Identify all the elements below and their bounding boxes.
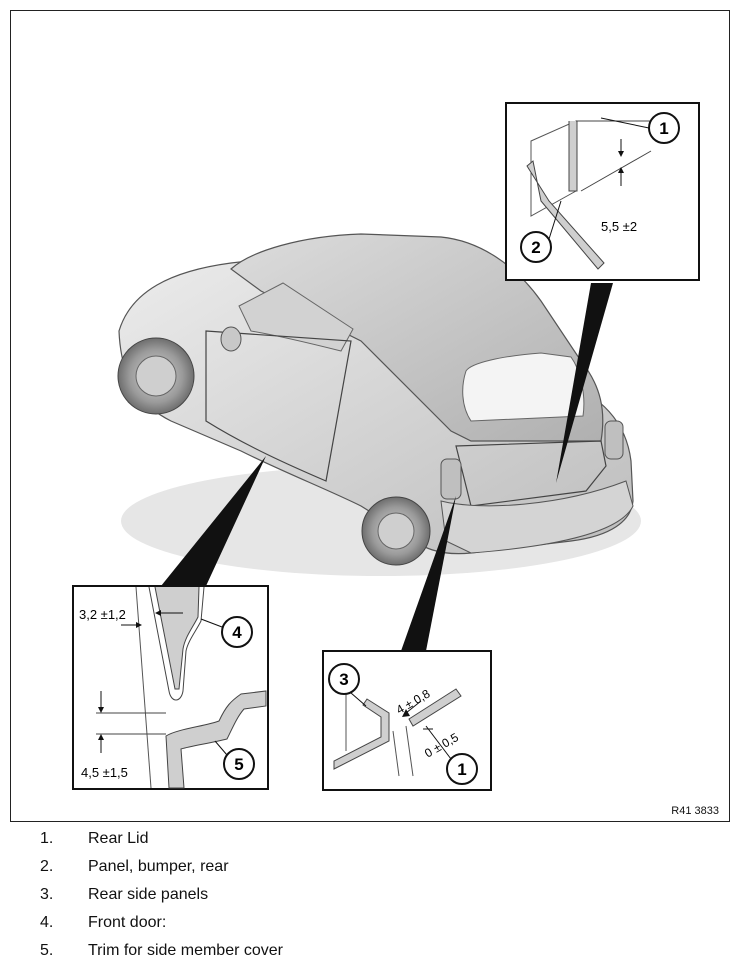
detail-box-rear-lid: 1 2 5,5 ±2: [505, 102, 700, 281]
callout-2-label: 2: [531, 238, 540, 257]
rear-hub: [377, 512, 415, 550]
callout-1-bottom: [446, 753, 478, 785]
rear-window: [462, 352, 585, 422]
rear-bumper: [440, 480, 634, 554]
dimension-rear-lid-gap: 5,5 ±2: [601, 219, 637, 234]
legend-text: Rear side panels: [88, 886, 209, 903]
dimension-door-gap: 3,2 ±1,2: [79, 607, 126, 622]
technical-drawing: 1 2 5,5 ±2 3,2 ±1,2 4,5 ±1,5: [72, 102, 700, 791]
car-illustration: [117, 233, 641, 576]
side-window: [238, 282, 354, 352]
pointer-front-door: [161, 456, 266, 586]
legend-number: 3.: [40, 886, 54, 903]
legend-number: 1.: [40, 830, 54, 847]
callout-2: [520, 231, 552, 263]
tail-lamp-right: [604, 420, 624, 460]
figure-reference: R41 3833: [671, 805, 719, 817]
legend-text: Rear Lid: [88, 830, 149, 847]
front-door: [205, 330, 352, 482]
pointer-wedges: [161, 283, 613, 651]
callout-1-bottom-label: 1: [457, 760, 466, 779]
legend-number: 5.: [40, 942, 54, 959]
legend-text: Trim for side member cover: [88, 942, 283, 959]
car-body: [118, 255, 634, 555]
callout-3: [328, 663, 360, 695]
legend-text: Front door:: [88, 914, 167, 931]
rear-lid: [455, 440, 607, 507]
legend-text: Panel, bumper, rear: [88, 858, 229, 875]
legend-number: 2.: [40, 858, 54, 875]
pointer-rear-side: [401, 496, 456, 651]
side-mirror: [220, 326, 242, 352]
callout-5: [223, 748, 255, 780]
pointer-rear-lid: [556, 283, 613, 483]
callout-4: [221, 616, 253, 648]
front-hub: [135, 355, 177, 397]
detail-box-rear-side: 4 ± 0,8 0 ± 0,5 3 1: [322, 650, 492, 791]
dimension-door-trim-gap: 4,5 ±1,5: [81, 765, 128, 780]
figure-frame: 1 2 5,5 ±2 3,2 ±1,2 4,5 ±1,5: [10, 10, 730, 822]
callout-3-label: 3: [339, 670, 348, 689]
legend-number: 4.: [40, 914, 54, 931]
callout-1-top-label: 1: [659, 119, 668, 138]
detail-box-front-door: 3,2 ±1,2 4,5 ±1,5 4 5: [72, 585, 269, 790]
tail-lamp-left: [440, 458, 462, 500]
callout-4-label: 4: [232, 623, 242, 642]
callout-5-label: 5: [234, 755, 243, 774]
